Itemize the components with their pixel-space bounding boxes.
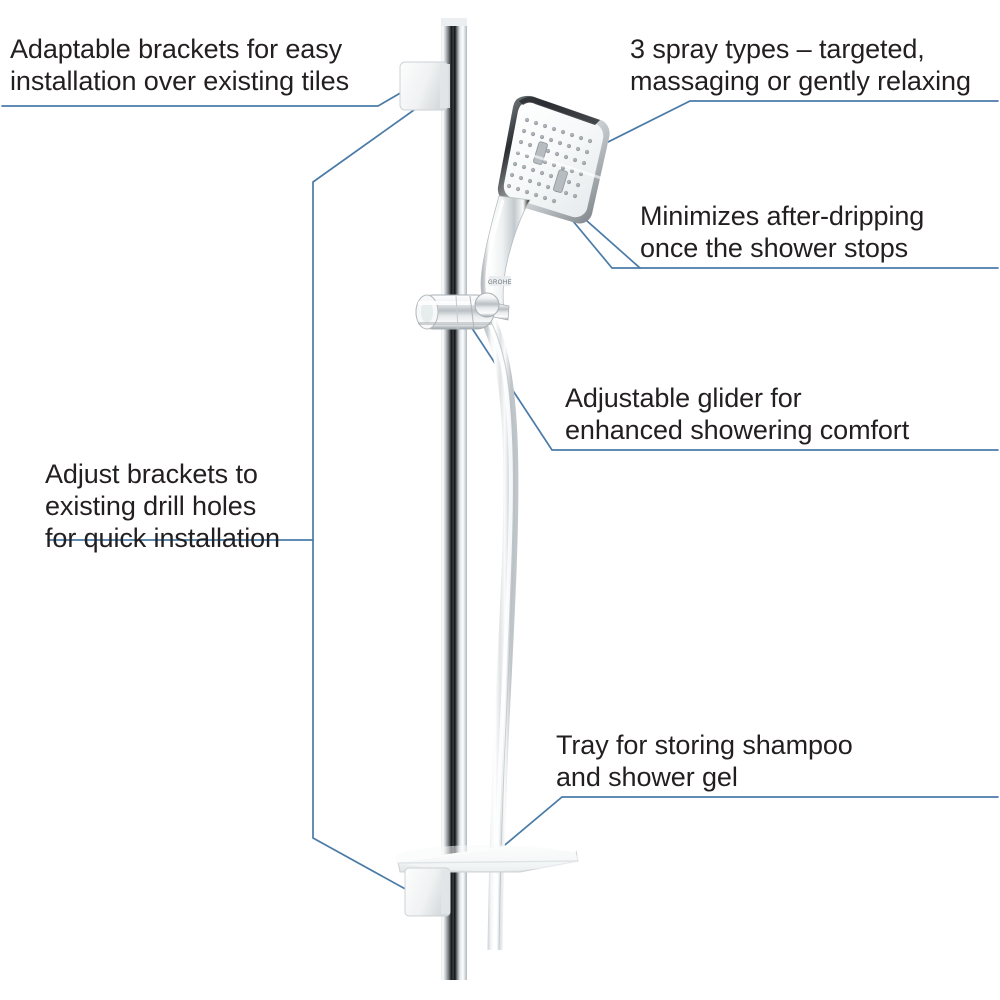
wall-rail-top-cap: [441, 18, 467, 26]
adjustable-glider: [415, 292, 500, 330]
shower-hose-edge: [490, 321, 516, 951]
jet-slots: [533, 141, 568, 193]
callout-adjust-brackets: Adjust brackets to existing drill holes …: [45, 459, 280, 554]
leader-spray-types: [571, 100, 999, 161]
grohe-logo-text: GROHE: [488, 280, 512, 286]
wall-rail: [441, 18, 467, 980]
callout-storage-tray: Tray for storing shampoo and shower gel: [556, 730, 853, 793]
callout-adjustable-glider: Adjustable glider for enhanced showering…: [565, 383, 910, 446]
grohe-logo-plate: [489, 276, 511, 286]
leader-glider: [461, 312, 999, 451]
bottom-wall-bracket: [404, 867, 451, 917]
callout-after-dripping: Minimizes after-dripping once the shower…: [640, 201, 925, 264]
hand-shower-head: GROHE: [479, 95, 610, 321]
callout-adaptable-brackets: Adaptable brackets for easy installation…: [10, 34, 349, 97]
top-wall-bracket: [399, 61, 450, 111]
callout-spray-types: 3 spray types – targeted, massaging or g…: [630, 34, 971, 97]
leader-adjust-brackets-spine: [312, 99, 429, 897]
storage-tray: [395, 843, 579, 873]
leader-tray: [486, 796, 999, 861]
